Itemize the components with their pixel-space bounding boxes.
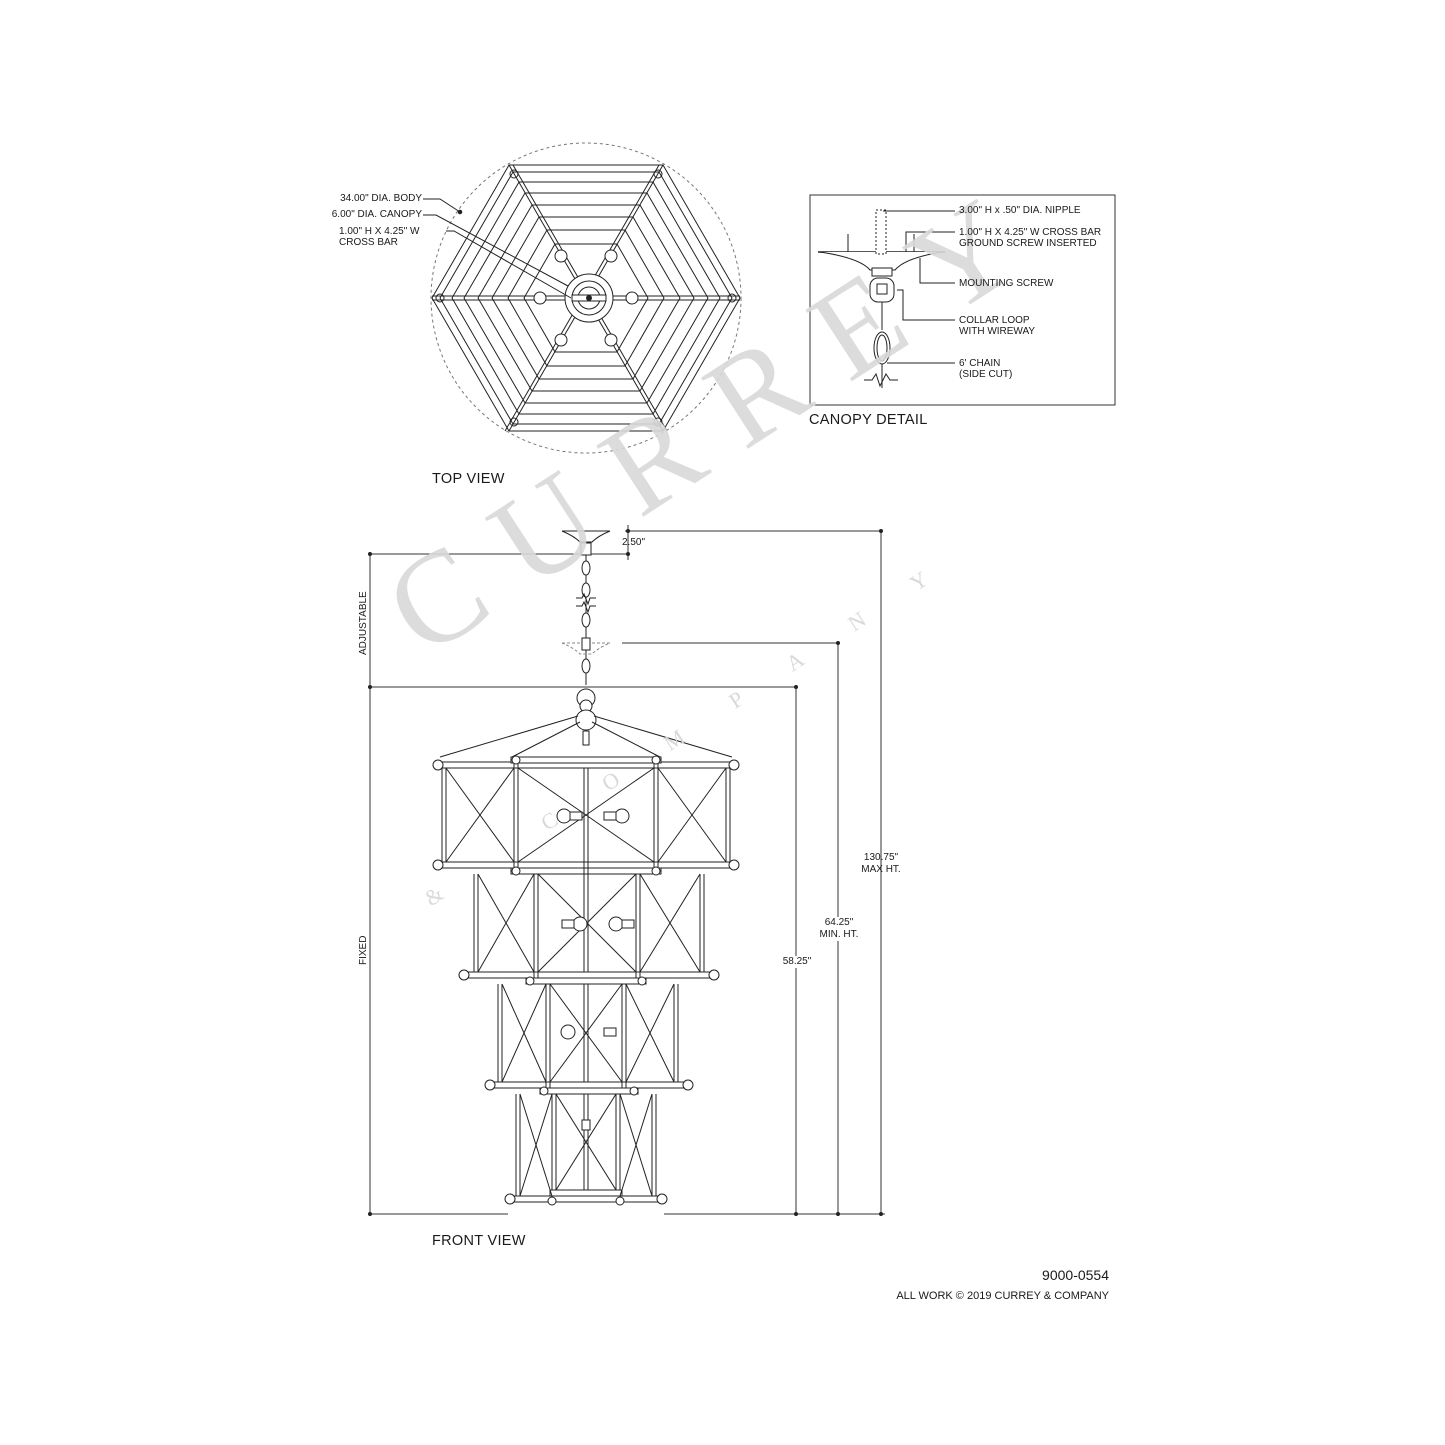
part-number: 9000-0554: [1042, 1267, 1109, 1283]
callout-chain: 6' CHAIN (SIDE CUT): [959, 358, 1013, 380]
copyright-notice: ALL WORK © 2019 CURREY & COMPANY: [896, 1290, 1109, 1302]
dim-canopy-height: 2.50": [622, 537, 646, 548]
callout-mounting-screw: MOUNTING SCREW: [959, 278, 1054, 289]
callout-collar-loop: COLLAR LOOP WITH WIREWAY: [959, 315, 1036, 337]
canopy-detail-title: CANOPY DETAIL: [809, 412, 928, 428]
dim-min-height: 64.25" MIN. HT.: [814, 917, 864, 941]
adjustable-label: ADJUSTABLE: [358, 591, 369, 655]
front-view-chain: [561, 530, 611, 746]
top-view-title: TOP VIEW: [432, 471, 505, 487]
front-view-title: FRONT VIEW: [432, 1233, 526, 1249]
dim-max-height: 130.75" MAX HT.: [861, 852, 901, 875]
fixed-label: FIXED: [358, 935, 369, 965]
callout-canopy-diameter: 6.00" DIA. CANOPY: [331, 209, 422, 220]
callout-cross-bar: 1.00" H X 4.25" W CROSS BAR: [339, 226, 420, 248]
top-view-drawing: [423, 142, 742, 454]
callout-body-diameter: 34.00" DIA. BODY: [340, 193, 422, 204]
canopy-detail-drawing: [809, 194, 1116, 406]
callout-nipple: 3.00" H x .50" DIA. NIPPLE: [959, 205, 1081, 216]
dim-fixed-height: 58.25": [780, 956, 814, 968]
front-view-fixture: [432, 715, 740, 1206]
callout-ground-screw: 1.00" H X 4.25" W CROSS BAR GROUND SCREW…: [959, 227, 1102, 249]
